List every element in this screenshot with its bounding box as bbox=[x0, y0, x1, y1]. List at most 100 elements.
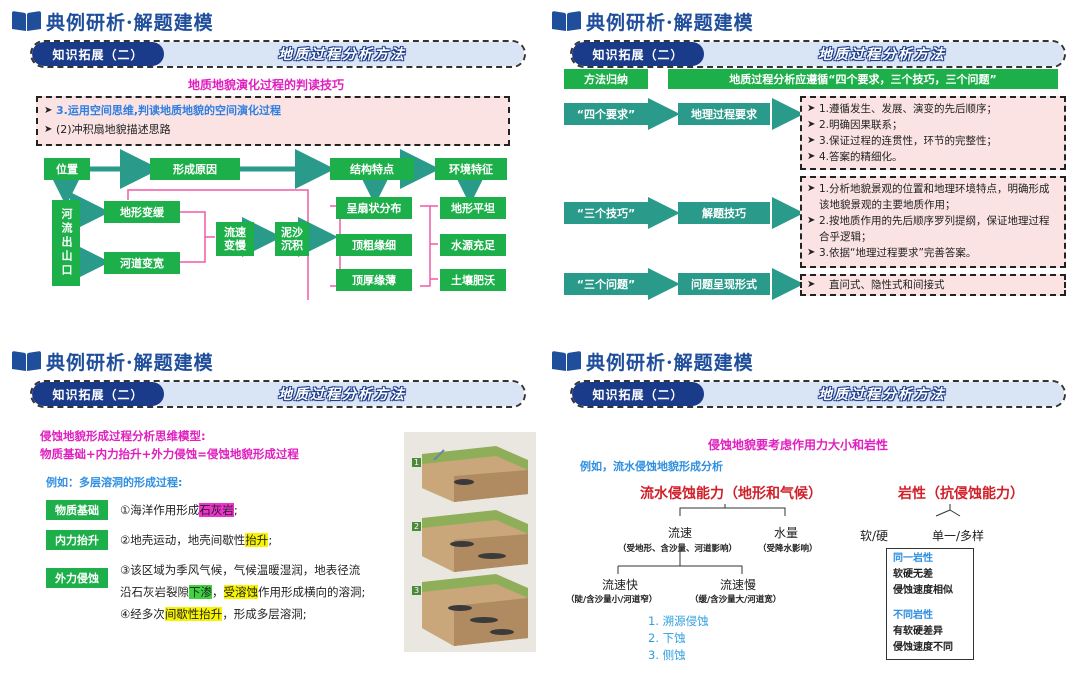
title-bar: 知识拓展（二） 地质过程分析方法 bbox=[570, 380, 1066, 408]
topic-pill: 知识拓展（二） bbox=[32, 42, 164, 66]
topic-pill: 知识拓展（二） bbox=[572, 42, 704, 66]
panel-cave-erosion: 典例研析·解题建模 知识拓展（二） 地质过程分析方法 侵蚀地貌形成过程分析思维模… bbox=[0, 340, 540, 679]
title-bar: 知识拓展（二） 地质过程分析方法 bbox=[30, 380, 526, 408]
box-water: 水源充足 bbox=[440, 234, 506, 256]
model-formula: 物质基础+内力抬升+外力侵蚀=侵蚀地貌形成过程 bbox=[40, 447, 299, 461]
erosion-tree-lines bbox=[617, 504, 961, 574]
single-multi-label: 单一/多样 bbox=[932, 529, 985, 543]
figure-num-3: 3 bbox=[412, 586, 422, 595]
cave-stage-1 bbox=[422, 446, 528, 502]
bar-title: 地质过程分析方法 bbox=[818, 47, 946, 63]
model-heading: 侵蚀地貌形成过程分析思维模型: bbox=[40, 429, 206, 443]
panel-header: 典例研析·解题建模 bbox=[552, 346, 754, 376]
row3-items: ➤直问式、隐性式和间接式 bbox=[800, 274, 1066, 296]
header-title: 典例研析·解题建模 bbox=[46, 11, 214, 34]
box-top-thick: 顶厚缘薄 bbox=[336, 269, 412, 291]
subtitle: 地质地貌演化过程的判读技巧 bbox=[188, 78, 345, 92]
step-1: ①海洋作用形成石灰岩; bbox=[120, 503, 238, 517]
arrow-bullet-icon: ➤ bbox=[807, 135, 816, 146]
example-label: 例如，流水侵蚀地貌形成分析 bbox=[580, 460, 723, 473]
same-rock-line: 软硬无差 bbox=[893, 569, 933, 580]
row2-item: ➤3.依据“地理过程要求”完善答案。 bbox=[807, 247, 977, 259]
fast-note: （陡/含沙量小/河道窄） bbox=[566, 595, 658, 605]
box-top-coarse: 顶粗缘细 bbox=[336, 234, 412, 256]
fast-label: 流速快 bbox=[602, 578, 639, 592]
step-2: ②地壳运动，地壳间歇性抬升; bbox=[120, 533, 273, 547]
row2-mid: 解题技巧 bbox=[678, 202, 770, 224]
row1-item: ➤3.保证过程的连贯性，环节的完整性； bbox=[807, 135, 998, 147]
cave-stage-3 bbox=[422, 574, 528, 646]
point-1: ➤3.运用空间思维,判读地质地貌的空间演化过程 bbox=[44, 104, 282, 117]
diff-rock-title: 不同岩性 bbox=[893, 610, 933, 621]
row1-item: ➤2.明确因果联系； bbox=[807, 119, 903, 131]
figure-num-1: 1 bbox=[412, 458, 422, 467]
row3-mid: 问题呈现形式 bbox=[678, 273, 770, 295]
box-terrain-change: 地形变缓 bbox=[104, 201, 180, 223]
header-title: 典例研析·解题建模 bbox=[586, 11, 754, 34]
row2-item: ➤2.按地质作用的先后顺序罗列提纲，保证地理过程合乎逻辑； bbox=[807, 215, 1050, 243]
tag-uplift: 内力抬升 bbox=[46, 530, 108, 550]
panel-header: 典例研析·解题建模 bbox=[12, 346, 214, 376]
box-deposit: 泥沙沉积 bbox=[275, 222, 309, 256]
row3-left: “三个问题” bbox=[564, 273, 648, 295]
right-title: 岩性（抗侵蚀能力） bbox=[898, 486, 1024, 502]
topic-pill: 知识拓展（二） bbox=[32, 382, 164, 406]
arrow-bullet-icon: ➤ bbox=[807, 247, 816, 258]
slow-note: （缓/含沙量大/河道宽） bbox=[690, 595, 782, 605]
same-rock-title: 同一岩性 bbox=[893, 553, 933, 564]
method-arrows bbox=[648, 98, 804, 300]
title-bar: 知识拓展（二） 地质过程分析方法 bbox=[570, 40, 1066, 68]
volume-label: 水量 bbox=[774, 526, 799, 540]
cave-diagram bbox=[422, 446, 528, 646]
subtitle: 侵蚀地貌要考虑作用力大小和岩性 bbox=[708, 438, 889, 452]
box-formation: 形成原因 bbox=[150, 158, 240, 180]
left-title: 流水侵蚀能力（地形和气候） bbox=[640, 486, 822, 502]
tag-material: 物质基础 bbox=[46, 500, 108, 520]
row1-items: ➤1.遵循发生、发展、演变的先后顺序； ➤2.明确因果联系； ➤3.保证过程的连… bbox=[800, 96, 1066, 170]
volume-note: （受降水影响） bbox=[758, 544, 818, 554]
points-box: ➤3.运用空间思维,判读地质地貌的空间演化过程 ➤(2)冲积扇地貌描述思路 bbox=[36, 96, 510, 146]
title-bar-fill bbox=[699, 382, 1064, 406]
arrow-bullet-icon: ➤ bbox=[807, 183, 816, 194]
erosion-list: 1. 溯源侵蚀 2. 下蚀 3. 侧蚀 bbox=[648, 613, 709, 664]
panel-header: 典例研析·解题建模 bbox=[12, 6, 214, 36]
arrow-bullet-icon: ➤ bbox=[807, 151, 816, 162]
step-4: ④经多次间歇性抬升，形成多层溶洞; bbox=[120, 607, 307, 621]
box-fan: 呈扇状分布 bbox=[336, 197, 412, 219]
row3-item: ➤直问式、隐性式和间接式 bbox=[807, 279, 945, 291]
bar-title: 地质过程分析方法 bbox=[278, 47, 406, 63]
box-river-mouth: 河流出山口 bbox=[52, 200, 80, 286]
title-bar: 知识拓展（二） 地质过程分析方法 bbox=[30, 40, 526, 68]
box-structure: 结构特点 bbox=[330, 158, 414, 180]
erosion-item: 3. 侧蚀 bbox=[648, 648, 686, 662]
topic-pill: 知识拓展（二） bbox=[572, 382, 704, 406]
method-text: 地质过程分析应遵循“四个要求，三个技巧，三个问题” bbox=[668, 69, 1058, 89]
panel-alluvial-fan: 典例研析·解题建模 知识拓展（二） 地质过程分析方法 地质地貌演化过程的判读技巧… bbox=[0, 0, 540, 339]
title-bar-fill bbox=[699, 42, 1064, 66]
arrow-bullet-icon: ➤ bbox=[807, 215, 816, 226]
soft-hard-label: 软/硬 bbox=[860, 529, 889, 543]
box-flow-slow: 流速变慢 bbox=[216, 222, 254, 256]
diff-rock-line: 侵蚀速度不同 bbox=[893, 642, 953, 653]
speed-label: 流速 bbox=[668, 526, 693, 540]
arrow-bullet-icon: ➤ bbox=[807, 119, 816, 130]
row2-item: ➤1.分析地貌景观的位置和地理环境特点，明确形成该地貌景观的主要地质作用； bbox=[807, 183, 1050, 211]
speed-note: （受地形、含沙量、河道影响） bbox=[618, 544, 738, 554]
row1-item: ➤1.遵循发生、发展、演变的先后顺序； bbox=[807, 103, 998, 115]
step-3: ③该区域为季风气候，气候温暖湿润，地表径流 沿石灰岩裂隙下渗，受溶蚀作用形成横向… bbox=[120, 559, 406, 603]
title-bar-fill bbox=[159, 42, 524, 66]
erosion-item: 1. 溯源侵蚀 bbox=[648, 614, 709, 628]
box-environment: 环境特征 bbox=[435, 158, 507, 180]
erosion-item: 2. 下蚀 bbox=[648, 631, 686, 645]
row2-items: ➤1.分析地貌景观的位置和地理环境特点，明确形成该地貌景观的主要地质作用； ➤2… bbox=[800, 176, 1066, 268]
arrow-bullet-icon: ➤ bbox=[807, 103, 816, 114]
cave-stage-2 bbox=[422, 510, 528, 572]
bar-title: 地质过程分析方法 bbox=[278, 387, 406, 403]
box-location: 位置 bbox=[44, 158, 90, 180]
box-flat: 地形平坦 bbox=[440, 197, 506, 219]
header-title: 典例研析·解题建模 bbox=[586, 351, 754, 374]
rock-box: 同一岩性 软硬无差 侵蚀速度相似 不同岩性 有软硬差异 侵蚀速度不同 bbox=[886, 548, 974, 660]
step-3-line2: 沿石灰岩裂隙下渗，受溶蚀作用形成横向的溶洞; bbox=[120, 585, 366, 599]
bar-title: 地质过程分析方法 bbox=[818, 387, 946, 403]
row1-left: “四个要求” bbox=[564, 103, 648, 125]
